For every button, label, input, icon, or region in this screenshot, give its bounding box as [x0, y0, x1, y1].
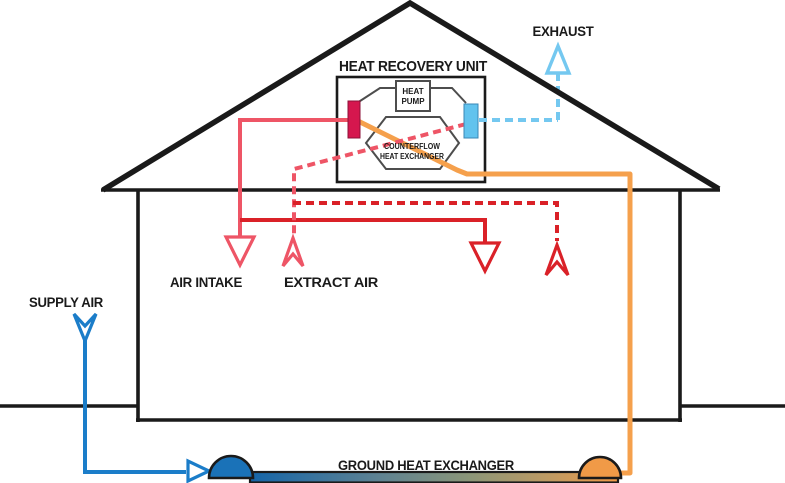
hot-coil [347, 100, 361, 139]
room-supply-arrow-icon [468, 241, 502, 275]
air-intake-label: AIR INTAKE [170, 275, 242, 290]
ground-loop-line [356, 118, 633, 476]
room-supply-branch-line [240, 218, 487, 244]
cold-coil [463, 103, 479, 139]
heat-pump-box [395, 80, 431, 112]
air-intake-duct-line [238, 118, 350, 238]
exhaust-arrow-icon [544, 41, 572, 75]
room-extract-arrow-icon [544, 240, 570, 277]
extract-air-label: EXTRACT AIR [284, 275, 379, 290]
counterflow-label-line1: COUNTERFLOW [384, 142, 440, 151]
heat-recovery-unit-label: HEAT RECOVERY UNIT [339, 58, 487, 75]
counterflow-label-line2: HEAT EXCHANGER [380, 152, 444, 161]
house-outline [0, 0, 785, 422]
supply-air-label: SUPPLY AIR [29, 295, 104, 310]
extract-air-duct-line [292, 122, 467, 238]
ground-pipe-blue-dome [207, 454, 255, 480]
room-extract-branch-line [293, 201, 559, 241]
duct-outline-left [356, 87, 397, 104]
supply-air-line [83, 340, 186, 474]
air-intake-arrow-icon [223, 235, 257, 269]
ground-heat-exchanger-label: GROUND HEAT EXCHANGER [338, 458, 515, 473]
exhaust-label: EXHAUST [533, 24, 595, 39]
heat-pump-label-line2: PUMP [401, 97, 425, 106]
extract-air-arrow-icon [281, 233, 305, 268]
heat-pump-label-line1: HEAT [402, 87, 423, 96]
ground-pipe [248, 470, 620, 483]
house-roof [101, 0, 721, 193]
supply-air-chevron-icon [72, 312, 98, 346]
duct-outline-right [429, 87, 467, 104]
supply-air-arrow-icon [186, 458, 213, 483]
heat-recovery-unit [335, 75, 487, 184]
ground-pipe-orange-dome [577, 455, 623, 480]
